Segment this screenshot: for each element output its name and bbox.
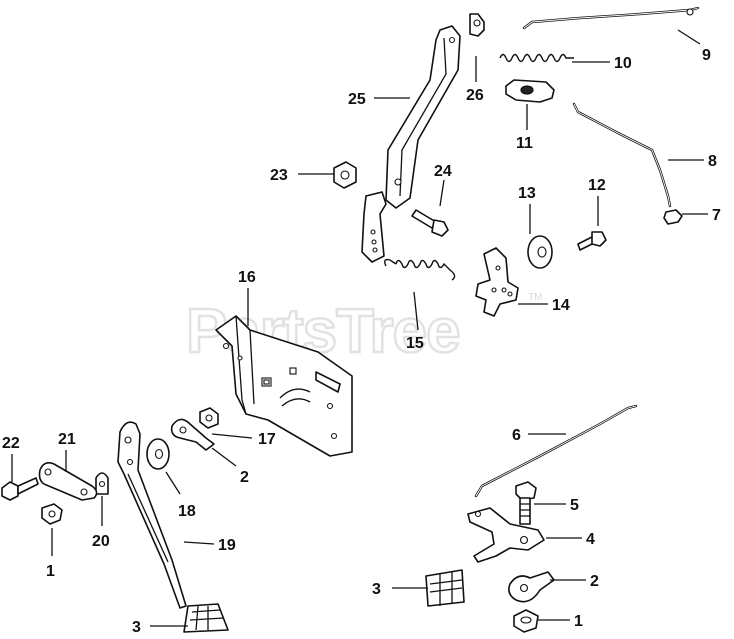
callout-numbers: 25 26 10 9 11 8 23 24 13 12 7 16 15 14 2… bbox=[2, 47, 721, 636]
callout-10: 10 bbox=[614, 55, 632, 72]
part-16-plate bbox=[215, 315, 353, 457]
part-23-nut bbox=[333, 161, 357, 189]
callout-22: 22 bbox=[2, 435, 20, 452]
part-5-bolt bbox=[515, 481, 537, 525]
part-25-lever bbox=[361, 25, 461, 263]
part-20-clip bbox=[95, 472, 109, 495]
callout-9: 9 bbox=[702, 47, 711, 64]
part-4-arm bbox=[467, 507, 545, 563]
part-2-upper-tab bbox=[170, 418, 215, 451]
part-6-rod bbox=[474, 404, 638, 498]
part-8-rod bbox=[572, 102, 672, 208]
callout-23: 23 bbox=[270, 167, 288, 184]
part-21-link bbox=[38, 462, 98, 501]
callout-4: 4 bbox=[586, 531, 595, 548]
callout-3-right: 3 bbox=[372, 581, 381, 598]
callout-26: 26 bbox=[466, 87, 484, 104]
part-10-spring bbox=[499, 53, 574, 63]
callout-8: 8 bbox=[708, 153, 717, 170]
callout-16: 16 bbox=[238, 269, 256, 286]
callout-17: 17 bbox=[258, 431, 276, 448]
part-22-bolt bbox=[1, 477, 39, 501]
part-17-nut bbox=[199, 407, 219, 429]
callout-6: 6 bbox=[512, 427, 521, 444]
part-3-left-pad bbox=[183, 603, 229, 633]
callout-15: 15 bbox=[406, 335, 424, 352]
callout-13: 13 bbox=[518, 185, 536, 202]
part-26-clip bbox=[469, 13, 485, 37]
watermark-trademark: TM bbox=[528, 292, 542, 303]
part-14-bracket bbox=[475, 247, 519, 317]
callout-2-lower: 2 bbox=[590, 573, 599, 590]
callout-24: 24 bbox=[434, 163, 452, 180]
callout-5: 5 bbox=[570, 497, 579, 514]
callout-14: 14 bbox=[552, 297, 570, 314]
part-15-spring bbox=[383, 258, 456, 281]
callout-25: 25 bbox=[348, 91, 366, 108]
callout-20: 20 bbox=[92, 533, 110, 550]
part-19-lever bbox=[117, 421, 187, 609]
part-1-lower-nut bbox=[513, 609, 539, 633]
part-24-bolt bbox=[411, 209, 449, 237]
callout-7: 7 bbox=[712, 207, 721, 224]
callout-12: 12 bbox=[588, 177, 606, 194]
part-1-left-nut bbox=[41, 503, 63, 525]
part-12-bolt bbox=[577, 231, 607, 251]
part-9-rod bbox=[522, 6, 700, 30]
part-13-washer bbox=[527, 235, 553, 269]
part-18-washer bbox=[146, 438, 170, 470]
callout-1-lower: 1 bbox=[574, 613, 583, 630]
callout-18: 18 bbox=[178, 503, 196, 520]
callout-2-upper: 2 bbox=[240, 469, 249, 486]
part-3-right-pad bbox=[425, 569, 465, 607]
part-7-nut bbox=[663, 209, 683, 225]
callout-21: 21 bbox=[58, 431, 76, 448]
callout-11: 11 bbox=[516, 135, 533, 152]
part-11-bracket bbox=[505, 79, 555, 103]
leader-lines bbox=[11, 29, 708, 627]
callout-1-left: 1 bbox=[46, 563, 55, 580]
callout-3-left: 3 bbox=[132, 619, 141, 636]
callout-19: 19 bbox=[218, 537, 236, 554]
part-2-lower-tab bbox=[508, 571, 555, 603]
